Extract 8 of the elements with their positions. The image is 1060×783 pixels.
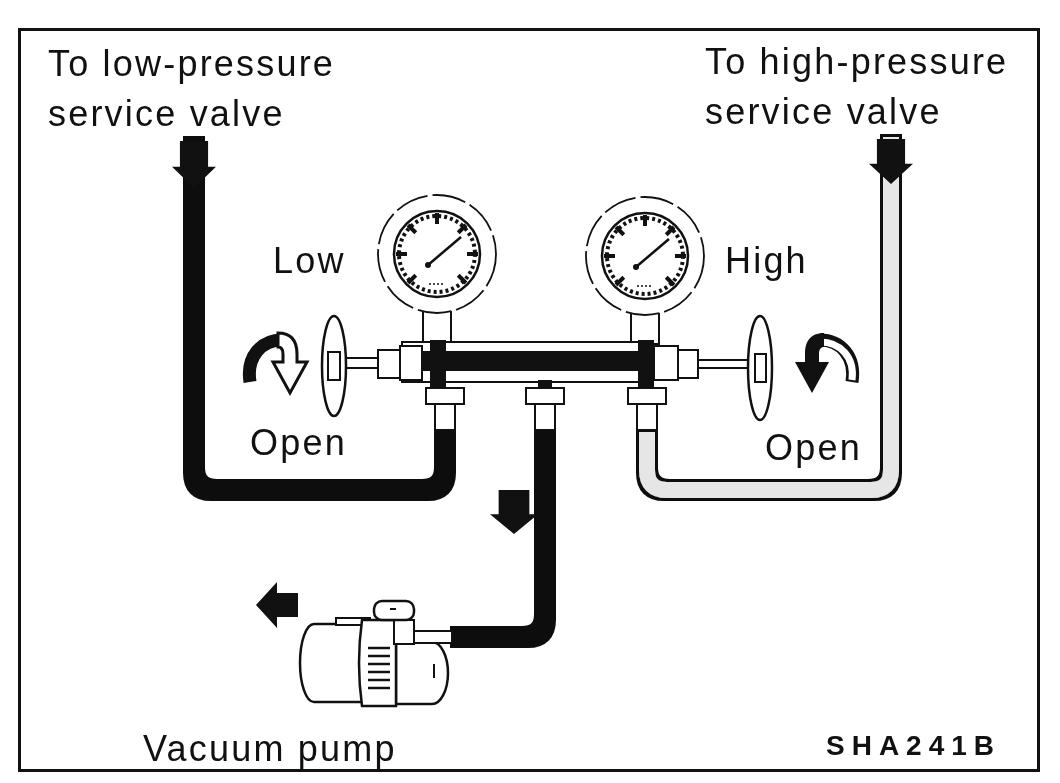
figure-code: SHA241B bbox=[826, 729, 1002, 763]
destination-label: To high-pressure service valve bbox=[705, 37, 1035, 137]
open-direction-label: Open bbox=[250, 421, 347, 465]
gauge-label: Low bbox=[273, 239, 346, 283]
pump-label: Vacuum pump bbox=[143, 727, 397, 771]
destination-label: To low-pressure service valve bbox=[48, 39, 364, 139]
open-direction-label: Open bbox=[765, 426, 862, 470]
gauge-label: High bbox=[725, 239, 808, 283]
